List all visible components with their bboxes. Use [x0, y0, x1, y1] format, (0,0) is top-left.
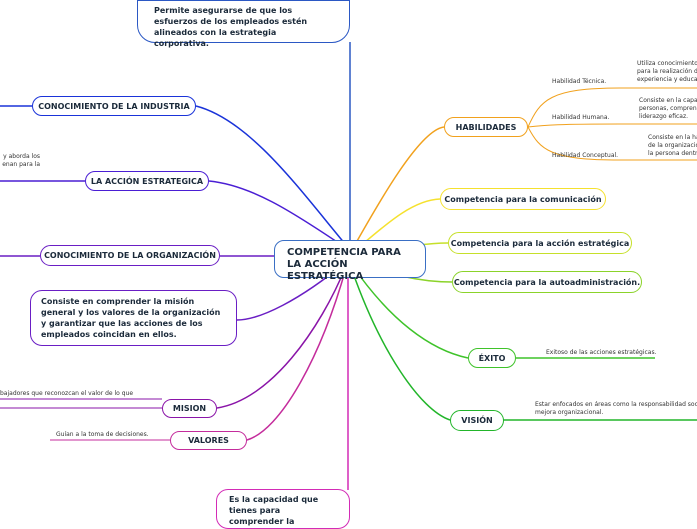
habilidad-tecnica[interactable]: Habilidad Técnica.: [552, 78, 607, 85]
node-organizacion-note[interactable]: Consiste en comprender la misión general…: [30, 290, 237, 346]
vision-note: Estar enfocados en áreas como la respons…: [535, 401, 697, 416]
central-topic[interactable]: COMPETENCIA PARA LA ACCIÓN ESTRATÉGICA: [274, 240, 426, 282]
node-comprender-note[interactable]: Es la capacidad que tienes para comprend…: [216, 489, 350, 529]
valores-note: Guían a la toma de decisiones.: [56, 431, 149, 438]
node-competencia-autoadministracion[interactable]: Competencia para la autoadministración.: [452, 271, 642, 293]
node-valores[interactable]: VALORES: [170, 431, 247, 450]
node-competencia-accion[interactable]: Competencia para la acción estratégica: [448, 232, 632, 254]
node-mision[interactable]: MISION: [162, 399, 217, 418]
habilidad-humana-note: Consiste en la capac personas, comprend …: [639, 97, 697, 120]
industria-note: y aborda los enan para la: [2, 153, 40, 168]
habilidad-conceptual[interactable]: Habilidad Conceptual.: [552, 152, 619, 159]
node-exito[interactable]: ÉXITO: [468, 348, 516, 368]
node-vision[interactable]: VISIÓN: [450, 410, 504, 431]
node-competencia-comunicacion[interactable]: Competencia para la comunicación: [440, 188, 606, 210]
node-conocimiento-organizacion[interactable]: CONOCIMIENTO DE LA ORGANIZACIÓN: [40, 245, 220, 266]
node-habilidades[interactable]: HABILIDADES: [444, 117, 528, 137]
node-accion-estrategica-left[interactable]: LA ACCIÓN ESTRATEGICA: [85, 171, 209, 191]
node-conocimiento-industria[interactable]: CONOCIMIENTO DE LA INDUSTRIA: [32, 96, 196, 116]
node-alignment-note[interactable]: Permite asegurarse de que los esfuerzos …: [137, 0, 350, 48]
mision-note: bajadores que reconozcan el valor de lo …: [0, 390, 134, 397]
habilidad-conceptual-note: Consiste en la hab de la organizació la …: [648, 134, 697, 157]
habilidad-tecnica-note: Utiliza conocimientos para la realizació…: [637, 60, 697, 83]
exito-note: Exitoso de las acciones estratégicas.: [546, 349, 657, 356]
habilidad-humana[interactable]: Habilidad Humana.: [552, 114, 610, 121]
